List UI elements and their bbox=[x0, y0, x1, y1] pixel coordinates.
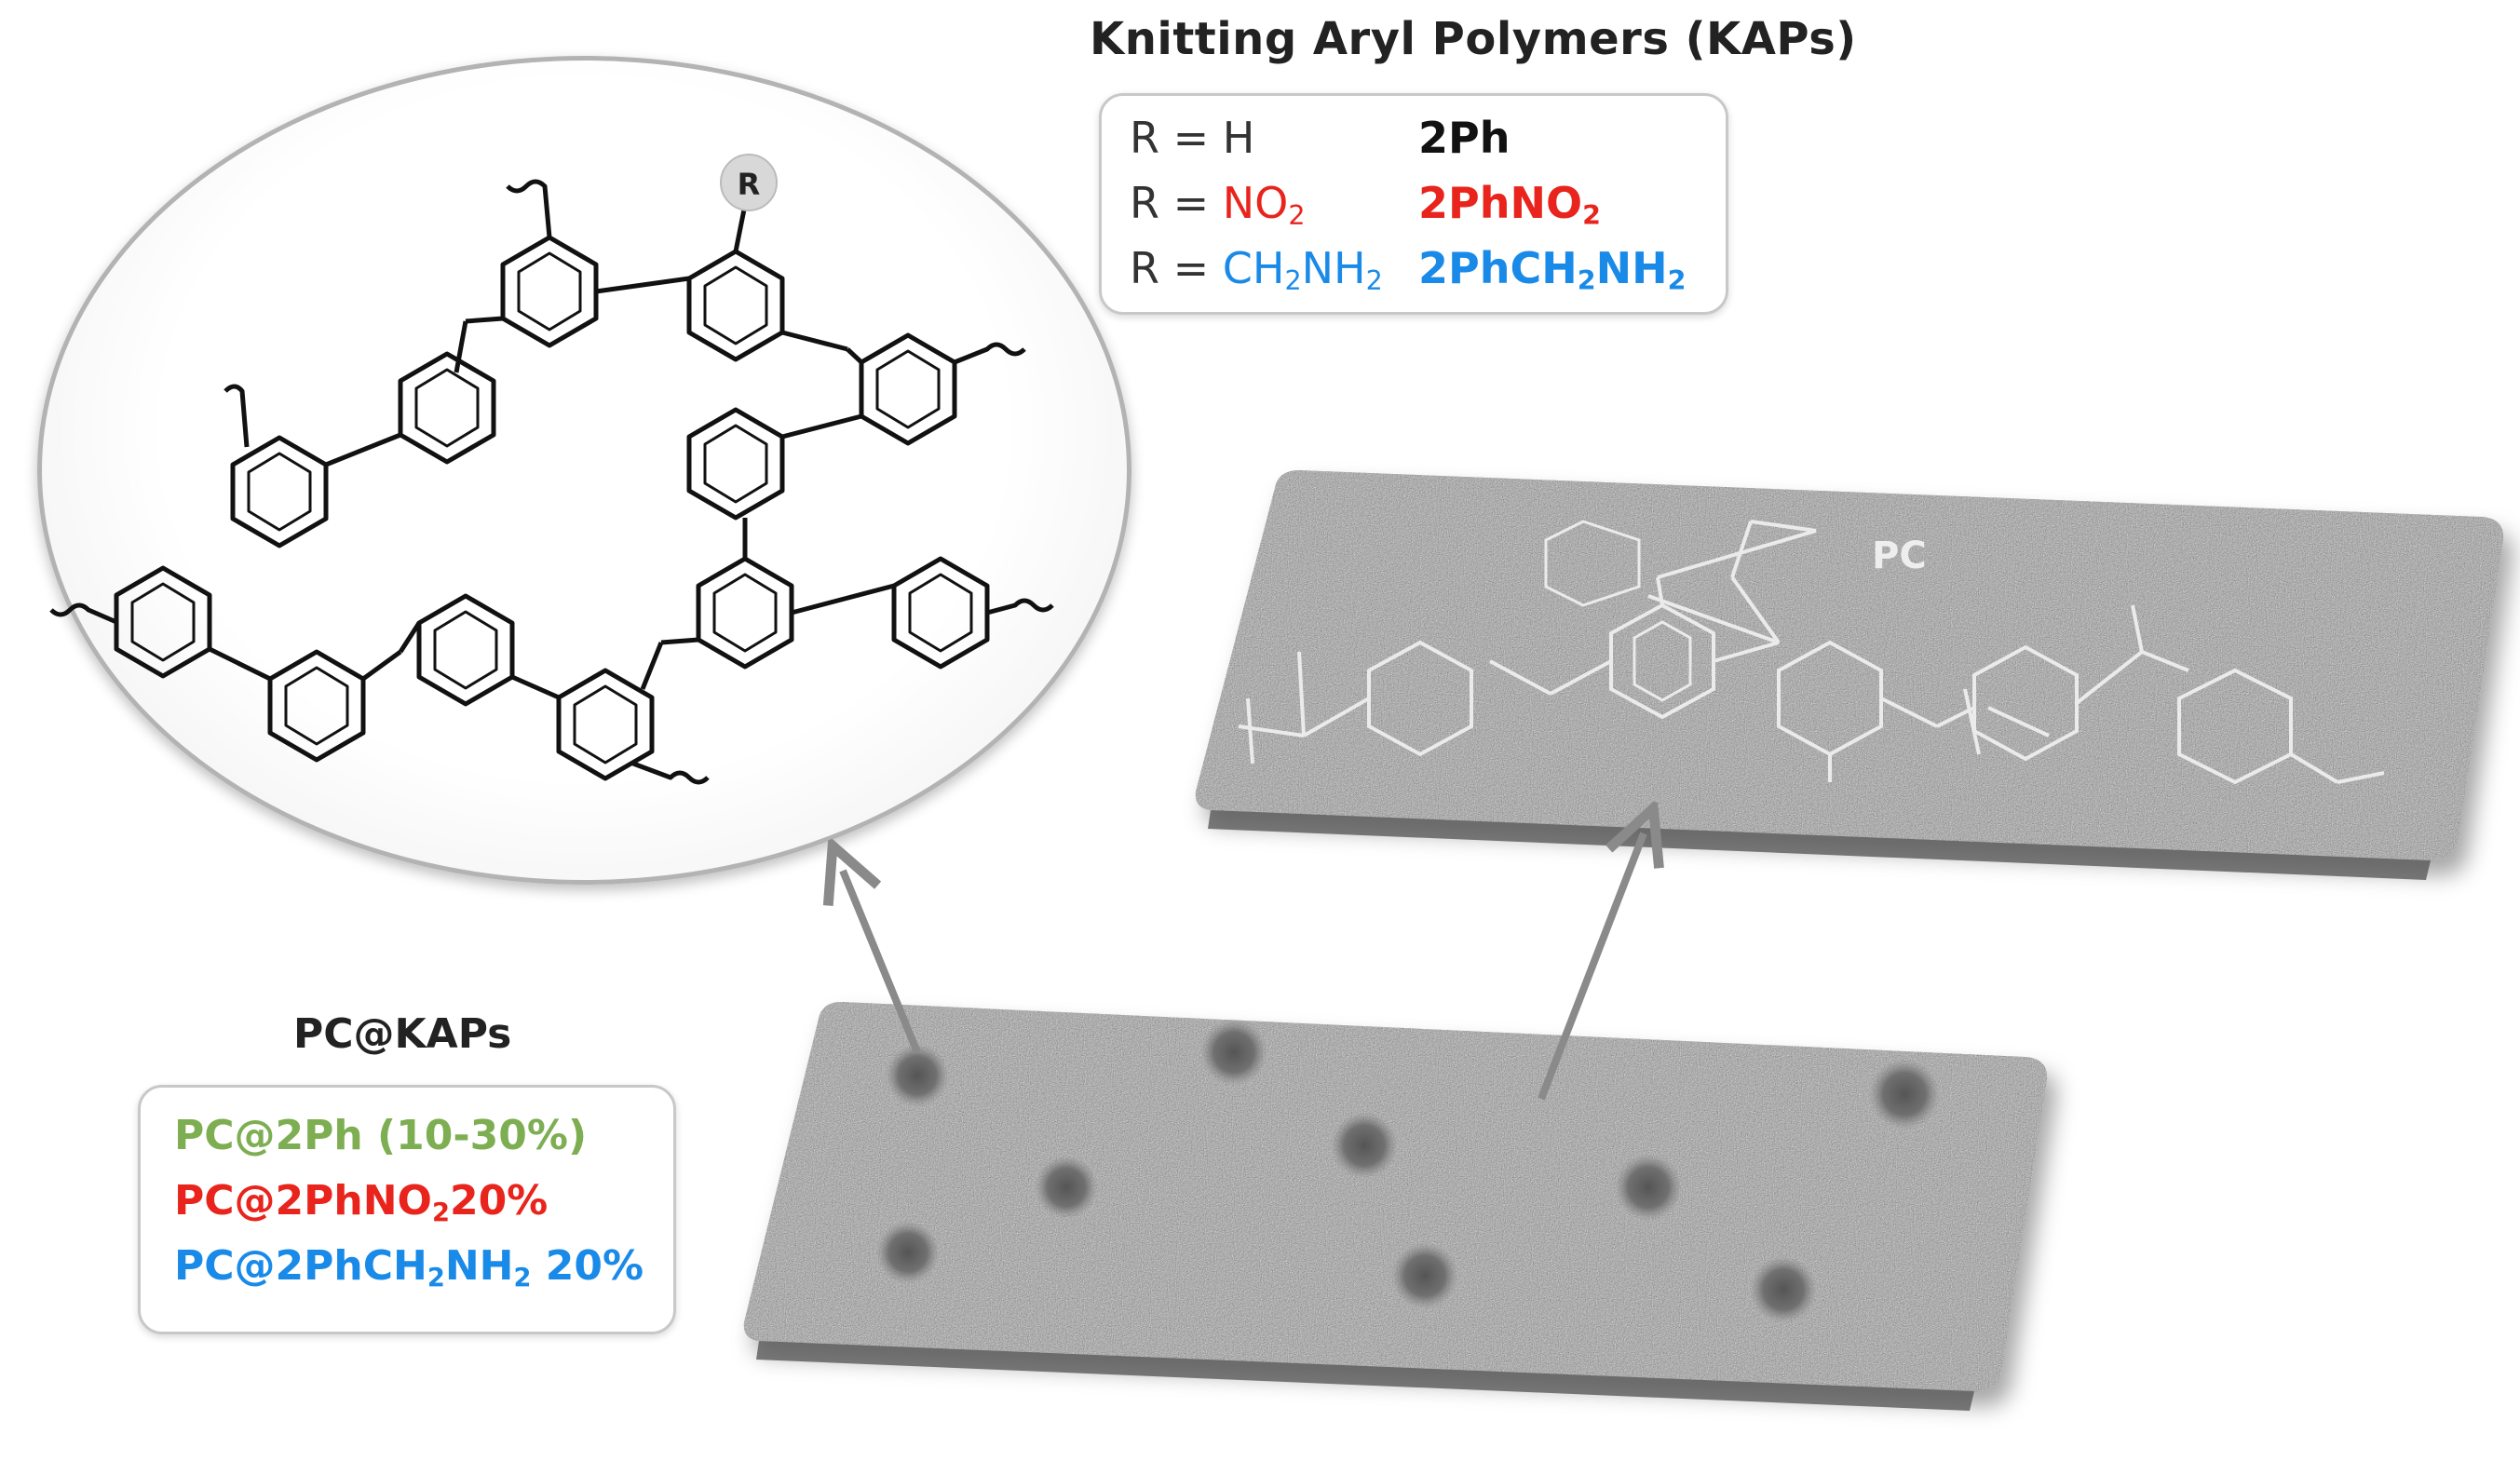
kap-particle bbox=[1869, 1059, 1940, 1130]
pckap-slab-edge bbox=[756, 1341, 1974, 1411]
r-badge-label: R bbox=[738, 167, 761, 202]
r-value: H bbox=[1222, 113, 1255, 163]
r-value: CH2NH2 bbox=[1222, 243, 1383, 297]
pckaps-title: PC@KAPs bbox=[293, 1010, 512, 1058]
composite-2ph: PC@2Ph (10-30%) bbox=[174, 1112, 588, 1159]
kap-particle bbox=[1391, 1242, 1458, 1309]
arrow-to-pc bbox=[1538, 833, 1644, 1101]
pckap-slab-texture bbox=[743, 1001, 2048, 1392]
kap-particle bbox=[1035, 1156, 1098, 1219]
kap-particle bbox=[1331, 1112, 1398, 1179]
kap-name-2ph: 2Ph bbox=[1418, 113, 1511, 163]
r-badge: R bbox=[720, 154, 778, 211]
r-group-row-h: R = H 2Ph bbox=[1130, 113, 1510, 163]
kap-particle bbox=[1200, 1019, 1267, 1086]
kap-particle bbox=[886, 1044, 949, 1107]
pc-label: PC bbox=[1872, 535, 1927, 577]
kap-name-2phch2nh2: 2PhCH2NH2 bbox=[1418, 243, 1687, 297]
r-label: R = bbox=[1130, 113, 1223, 163]
kap-particle bbox=[876, 1221, 940, 1284]
pc-slab-texture bbox=[1195, 470, 2504, 861]
network-ellipse bbox=[37, 56, 1131, 885]
r-group-row-no2: R = NO2 2PhNO2 bbox=[1130, 178, 1601, 232]
kap-name-2phno2: 2PhNO2 bbox=[1418, 178, 1601, 232]
kaps-title: Knitting Aryl Polymers (KAPs) bbox=[1090, 13, 1857, 65]
r-label: R = bbox=[1130, 243, 1223, 293]
r-value: NO2 bbox=[1222, 178, 1306, 232]
pc-slab-edge bbox=[1208, 810, 2431, 880]
composites-legend: PC@2Ph (10-30%) PC@2PhNO220% PC@2PhCH2NH… bbox=[138, 1085, 676, 1334]
arrow-to-network bbox=[843, 871, 921, 1054]
composite-2phno2: PC@2PhNO220% bbox=[174, 1177, 549, 1227]
kap-particles bbox=[876, 1019, 1940, 1323]
kap-network bbox=[49, 179, 1054, 785]
r-group-row-ch2nh2: R = CH2NH2 2PhCH2NH2 bbox=[1130, 243, 1687, 297]
r-group-legend: R = H 2Ph R = NO2 2PhNO2 R = CH2NH2 2PhC… bbox=[1099, 93, 1728, 315]
r-label: R = bbox=[1130, 178, 1223, 228]
pc-structure bbox=[1238, 520, 2385, 785]
composite-2phch2nh2: PC@2PhCH2NH2 20% bbox=[174, 1242, 644, 1292]
kap-particle bbox=[1750, 1256, 1817, 1323]
kap-particle bbox=[1615, 1154, 1682, 1221]
